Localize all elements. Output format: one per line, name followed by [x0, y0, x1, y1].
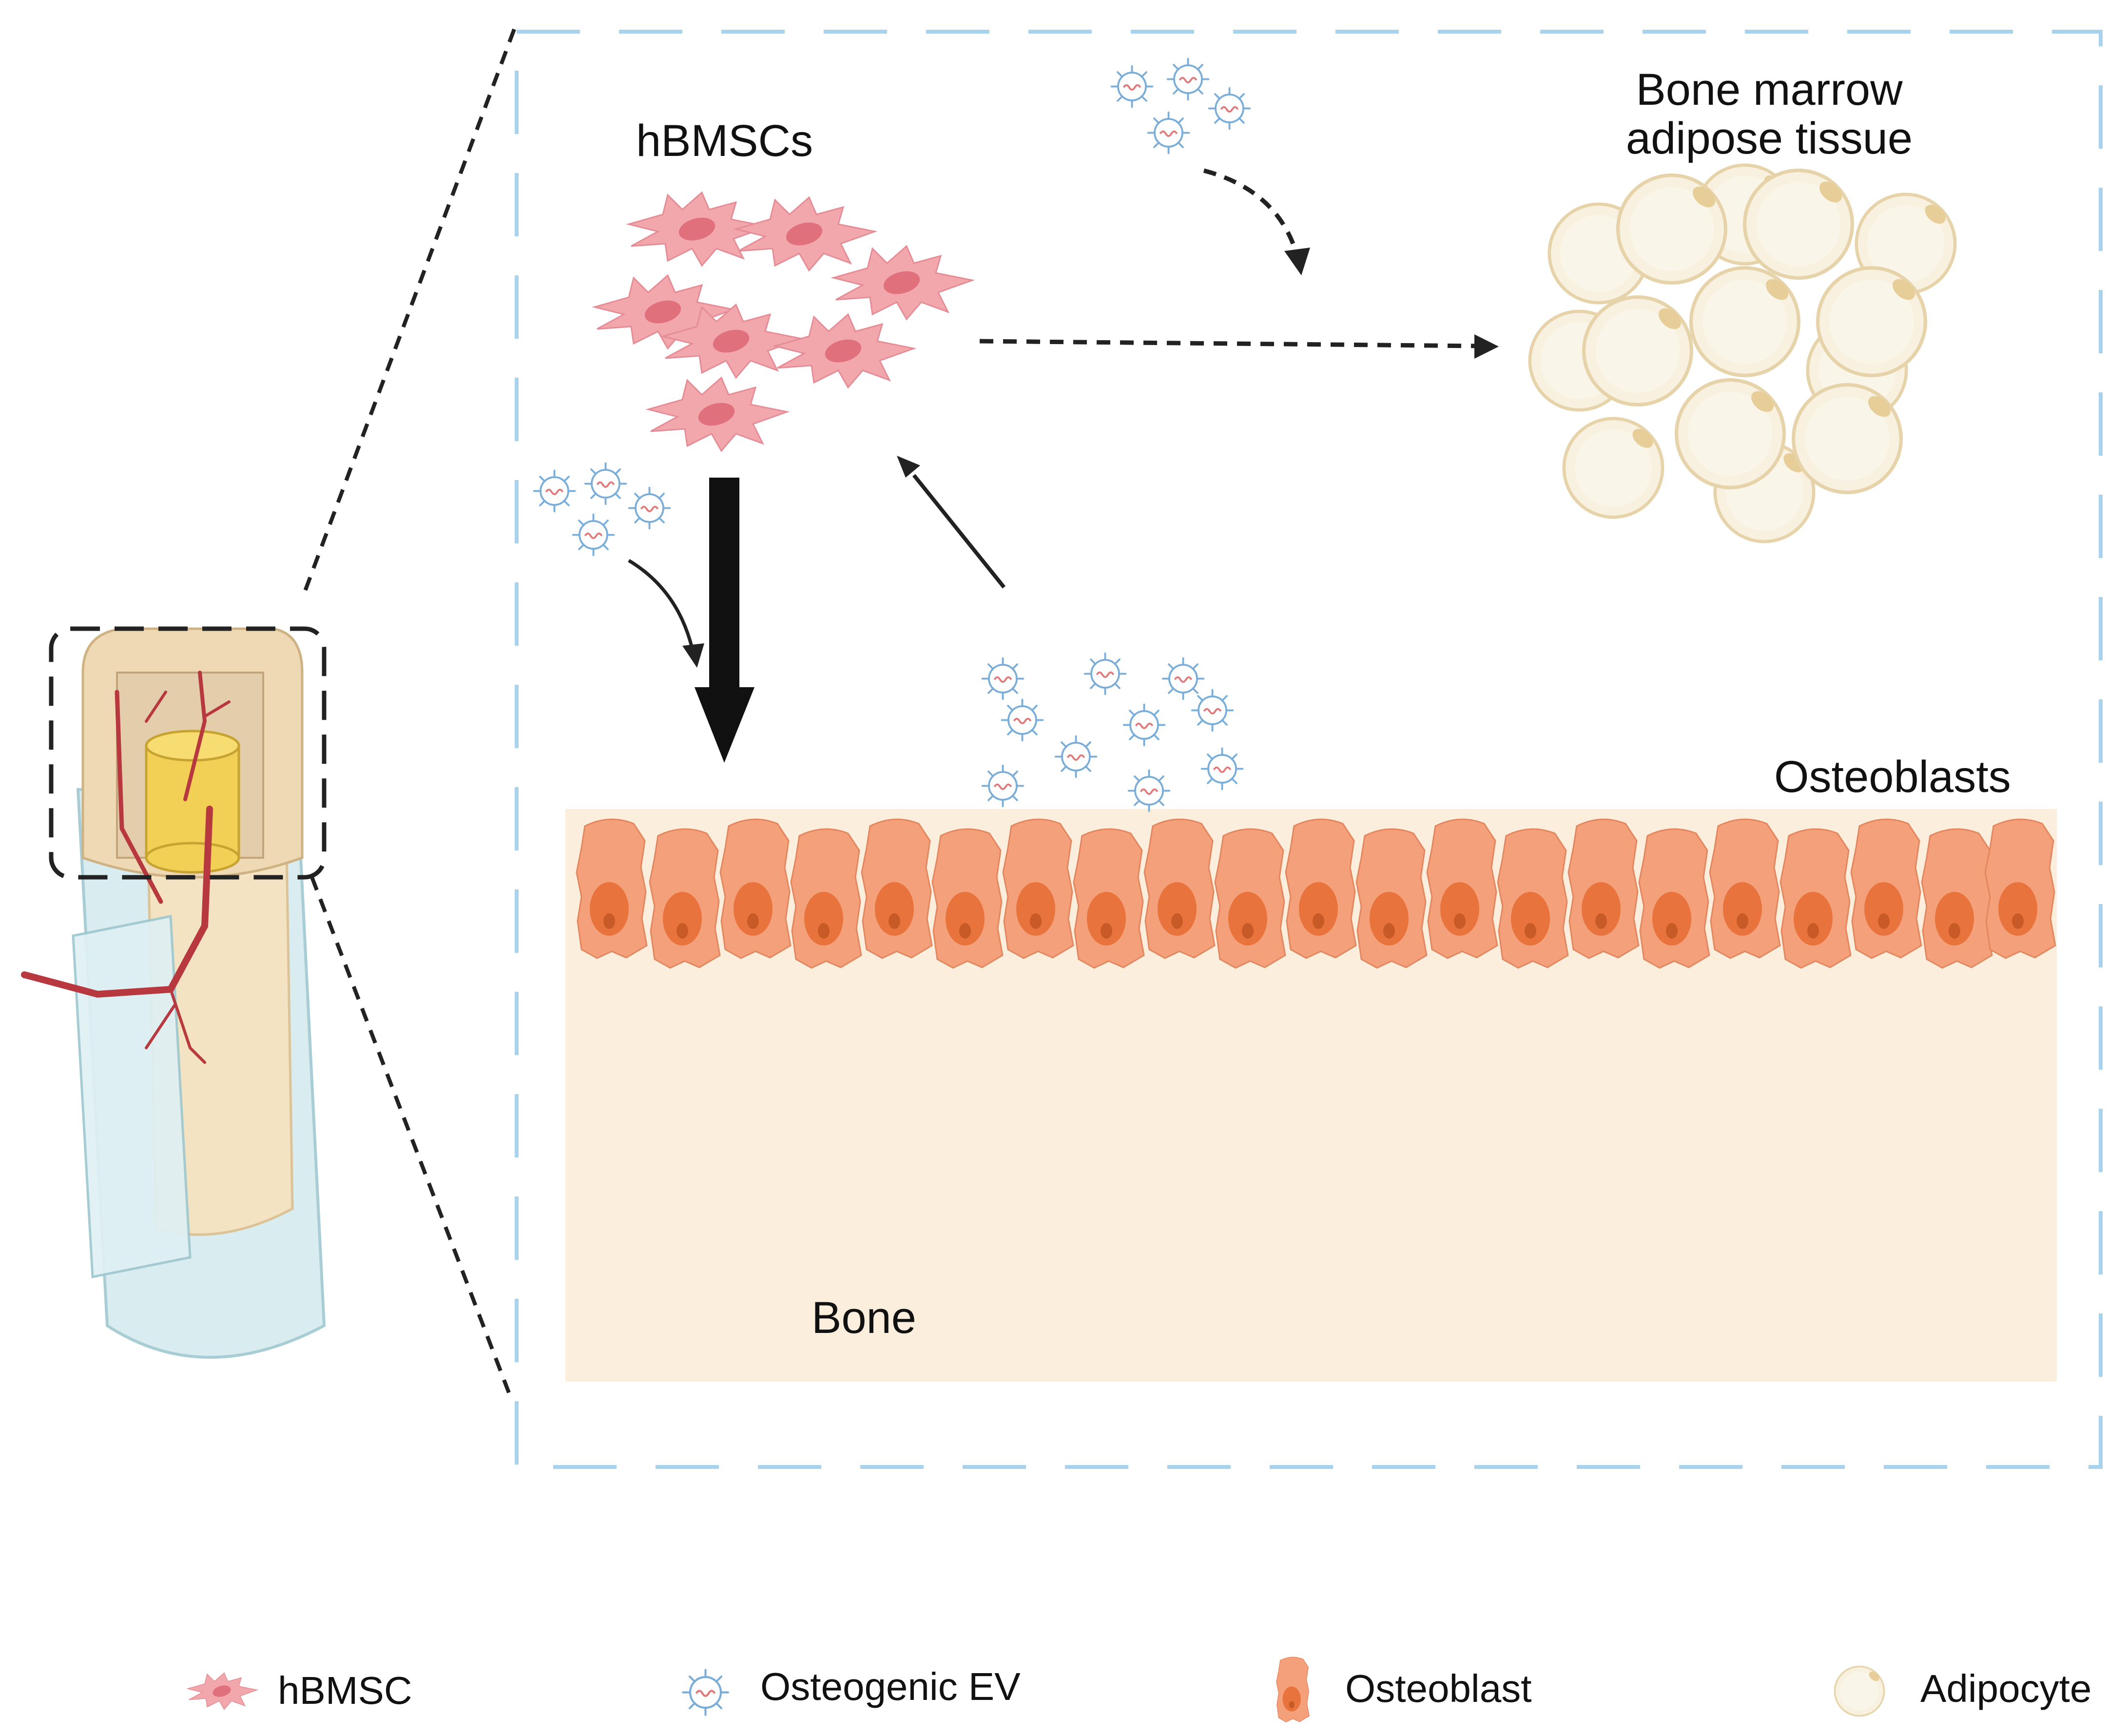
legend-label-osteogenic-ev: Osteogenic EV — [760, 1665, 1021, 1708]
legend-label-adipocyte: Adipocyte — [1920, 1667, 2091, 1710]
zoom-guide-bottom — [310, 876, 511, 1395]
arrow-to-osteoblasts — [695, 478, 754, 763]
arrow-ev-to-adipose — [1203, 168, 1310, 275]
osteogenic-ev-icon — [683, 1670, 728, 1715]
ev-group-middle — [981, 652, 1244, 812]
periosteum-flap — [72, 914, 192, 1279]
long-bone-illustration — [21, 626, 327, 1359]
ev-group-top — [1110, 58, 1251, 154]
hbmsc-cell-icon — [187, 1672, 258, 1710]
osteoblast-cell-icon — [1276, 1657, 1310, 1723]
blood-vessels — [21, 671, 231, 1064]
legend-label-osteoblast: Osteoblast — [1345, 1667, 1531, 1710]
arrow-to-adipose — [979, 334, 1499, 359]
adipocyte-cluster — [1530, 165, 1955, 541]
adipocyte-cell-icon — [1834, 1665, 1885, 1717]
zoom-guide-top — [303, 28, 516, 593]
ev-group-left — [533, 462, 671, 557]
legend-label-hbmsc: hBMSC — [278, 1669, 412, 1712]
osteoblasts-label: Osteoblasts — [1774, 752, 2011, 802]
hbmscs-label: hBMSCs — [636, 116, 813, 166]
bone-label: Bone — [812, 1293, 916, 1343]
arrow-ev-to-bone — [628, 559, 704, 668]
arrow-to-hbmscs — [897, 456, 1006, 589]
zoom-frame — [515, 30, 2103, 1469]
legend: hBMSC Osteogenic EV Osteoblast Adipocyte — [187, 1657, 2091, 1723]
legend-item-osteogenic-ev: Osteogenic EV — [683, 1665, 1021, 1715]
osteoblast-layer — [576, 818, 2056, 969]
zoom-selection-box — [49, 626, 327, 880]
legend-item-adipocyte: Adipocyte — [1834, 1665, 2091, 1717]
bmat-label-line1: Bone marrow — [1636, 65, 1903, 115]
legend-item-hbmsc: hBMSC — [187, 1669, 412, 1712]
hbmsc-cluster — [594, 192, 973, 452]
marrow-cylinder — [145, 730, 240, 874]
bmat-label-line2: adipose tissue — [1626, 114, 1913, 163]
legend-item-osteoblast: Osteoblast — [1276, 1657, 1531, 1723]
